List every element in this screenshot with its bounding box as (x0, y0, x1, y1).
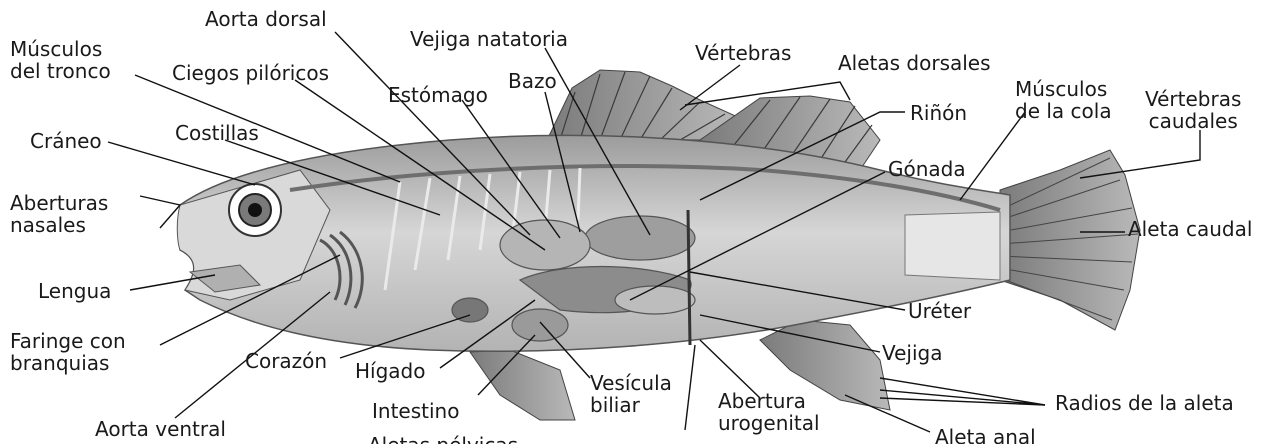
label-gonada: Gónada (888, 158, 966, 180)
label-musculos-cola: Músculos de la cola (1015, 78, 1112, 122)
eye (229, 184, 281, 236)
label-aletas-dorsales: Aletas dorsales (838, 52, 991, 74)
label-vesicula-biliar: Vesícula biliar (590, 372, 672, 416)
label-aleta-anal: Aleta anal (935, 426, 1036, 444)
tail-fin (1000, 150, 1140, 330)
label-abertura-urogenital: Abertura urogenital (718, 390, 820, 434)
label-aletas-pelvicas: Aletas pélvicas (368, 434, 518, 444)
label-vertebras: Vértebras (695, 42, 791, 64)
label-faringe-branquias: Faringe con branquias (10, 330, 126, 374)
label-aorta-dorsal: Aorta dorsal (205, 8, 327, 30)
label-higado: Hígado (355, 360, 425, 382)
label-vejiga: Vejiga (882, 342, 943, 364)
label-intestino: Intestino (372, 400, 459, 422)
label-corazon: Corazón (245, 350, 327, 372)
label-craneo: Cráneo (30, 130, 102, 152)
label-musculos-tronco: Músculos del tronco (10, 38, 111, 82)
label-rinon: Riñón (910, 102, 967, 124)
label-ureter: Uréter (908, 300, 971, 322)
label-lengua: Lengua (38, 280, 111, 302)
label-aleta-caudal: Aleta caudal (1128, 218, 1252, 240)
caudal-vertebrae (905, 212, 1000, 280)
label-vejiga-natatoria: Vejiga natatoria (410, 28, 568, 50)
label-aorta-ventral: Aorta ventral (95, 418, 226, 440)
label-bazo: Bazo (508, 70, 557, 92)
label-ciegos-piloricos: Ciegos pilóricos (172, 62, 329, 84)
label-estomago: Estómago (388, 84, 488, 106)
label-radios-aleta: Radios de la aleta (1055, 392, 1234, 414)
label-vertebras-caudales: Vértebras caudales (1145, 88, 1241, 132)
label-costillas: Costillas (175, 122, 259, 144)
label-aberturas-nasales: Aberturas nasales (10, 192, 108, 236)
